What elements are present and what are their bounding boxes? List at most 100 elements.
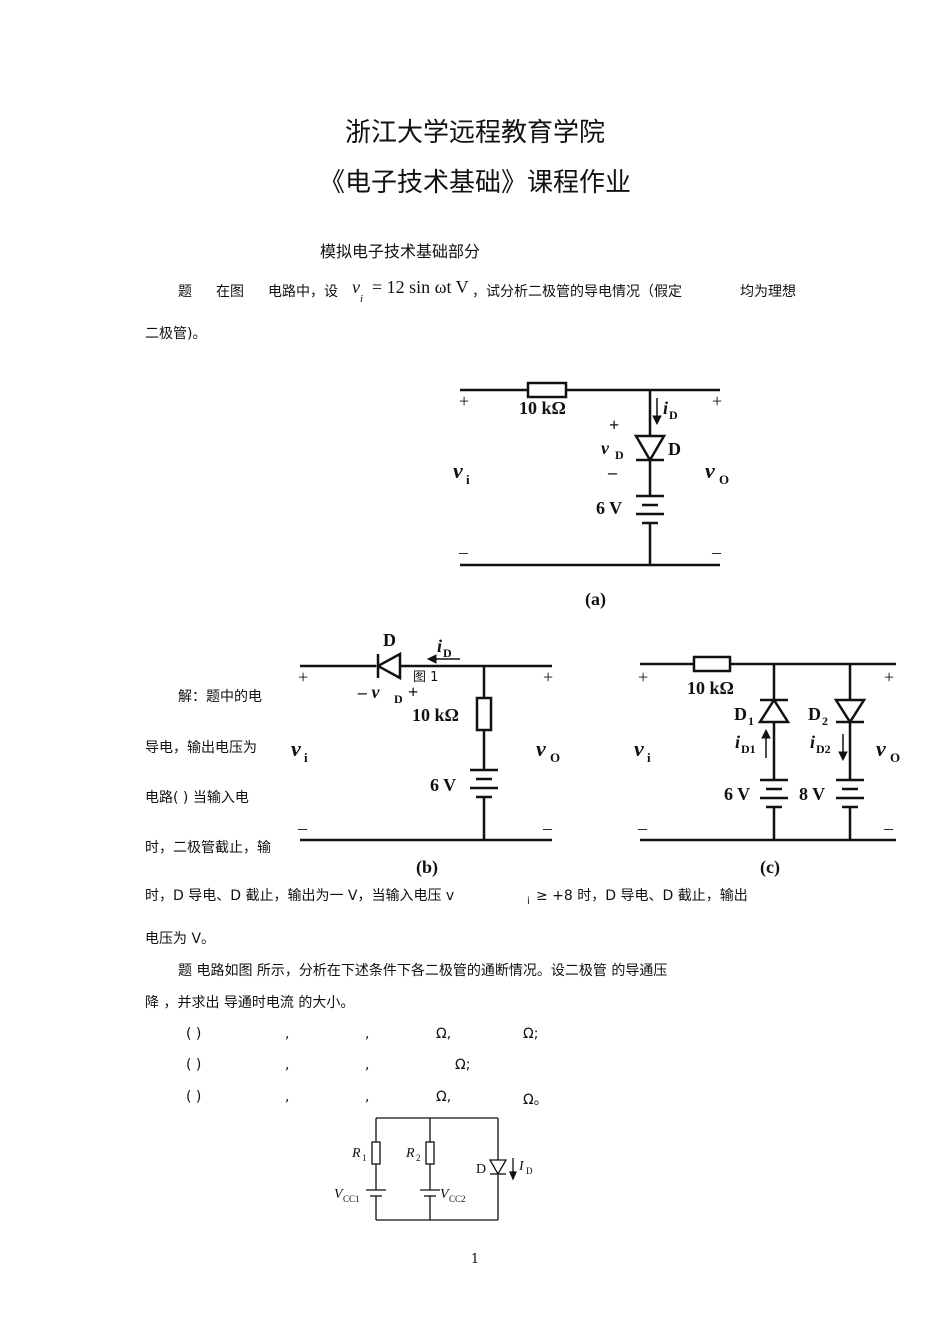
fig-a-plus-left: + <box>459 391 469 411</box>
figure-1-label: 图 1 <box>413 670 438 685</box>
figure-c-circuit <box>640 655 896 842</box>
fig-b-vo-label: v <box>536 736 546 761</box>
fig-a-vd-plus: + <box>609 415 619 435</box>
fig-b-plus-left: + <box>298 667 308 687</box>
q2-case1-sep1: , <box>285 1026 290 1042</box>
q1-text-d: 均为理想 <box>740 284 796 300</box>
fig-c-minus-right: – <box>883 818 894 838</box>
fig-b-current-label: i <box>437 636 442 656</box>
fig-c-vi-sub: i <box>647 750 651 765</box>
figure-b-resistor <box>475 696 493 732</box>
q2-case3-sep2: , <box>365 1089 370 1105</box>
fig2-diode-label: D <box>476 1162 486 1177</box>
fig-a-vd-label: v <box>601 438 610 458</box>
figure-b-circuit <box>300 651 552 842</box>
fig-b-plus-right: + <box>543 667 553 687</box>
answer-line-1: 解：题中的电 <box>178 689 262 705</box>
fig-a-current-sub: D <box>669 408 678 422</box>
q2-case3-label: ( ) <box>186 1089 202 1105</box>
fig-c-vo-sub: O <box>890 750 900 765</box>
fig-c-d2-sub: 2 <box>822 714 828 728</box>
fig-c-resistor-label: 10 kΩ <box>687 678 734 698</box>
answer-line-5b: ≥ +8 时，D 导电、D 截止，输出 <box>536 888 748 904</box>
fig-a-vo-sub: O <box>719 472 729 487</box>
fig-a-vo-label: v <box>705 458 715 483</box>
fig-b-vi-label: v <box>291 736 301 761</box>
q1-text-line2: 二极管)。 <box>145 326 207 342</box>
answer-line-5a: 时，D 导电、D 截止，输出为一 V，当输入电压 v <box>145 888 455 904</box>
page-number: 1 <box>470 1252 480 1267</box>
q2-case3-ohm2: Ω。 <box>523 1092 548 1108</box>
q1-formula-rest: = 12 sin ωt V <box>372 277 469 297</box>
fig-a-vi-label: v <box>453 458 463 483</box>
q2-line-2: 降 ，并求出 导通时电流 的大小。 <box>145 995 355 1011</box>
fig-a-vd-sub: D <box>615 448 624 462</box>
fig-a-current-label: i <box>663 398 668 418</box>
section-heading: 模拟电子技术基础部分 <box>320 242 481 261</box>
fig2-r1-sub: 1 <box>362 1153 367 1163</box>
fig2-r2-label: R <box>405 1146 415 1161</box>
fig-c-vi-label: v <box>634 736 644 761</box>
figure-a-resistor <box>526 381 568 399</box>
q2-case2-sep1: , <box>285 1057 290 1073</box>
figure-2-diode <box>488 1159 508 1176</box>
fig2-vcc2-label: V <box>440 1187 450 1202</box>
fig-b-resistor-label: 10 kΩ <box>412 705 459 725</box>
q2-case2-label: ( ) <box>186 1057 202 1073</box>
q1-text-c: ，试分析二极管的导电情况（假定 <box>472 284 682 300</box>
fig-a-minus-left: – <box>458 542 469 562</box>
q2-case1-sep2: , <box>365 1026 370 1042</box>
document-title: 浙江大学远程教育学院 <box>344 118 605 148</box>
figure-b-diode <box>375 651 402 681</box>
fig-c-id2-label: i <box>810 732 815 752</box>
q2-case2-ohm1: Ω; <box>455 1057 471 1073</box>
figure-2-resistor-2 <box>425 1141 435 1165</box>
figure-2-resistor-1 <box>371 1141 381 1165</box>
fig-a-diode-label: D <box>668 439 681 459</box>
answer-line-4: 时，二极管截止，输 <box>145 840 271 856</box>
figure-a-circuit <box>460 381 720 567</box>
q1-formula-v: v <box>352 277 360 297</box>
fig-b-vo-sub: O <box>550 750 560 765</box>
fig2-vcc1-sub: CC1 <box>343 1194 360 1204</box>
q2-case1-ohm1: Ω, <box>436 1026 452 1042</box>
fig-c-plus-right: + <box>884 667 894 687</box>
fig-a-vi-sub: i <box>466 472 470 487</box>
figure-c-diode-2 <box>833 698 867 725</box>
figure-2-circuit <box>366 1117 517 1221</box>
fig-b-current-sub: D <box>443 646 452 660</box>
fig-b-minus-left: – <box>297 818 308 838</box>
fig-c-id2-sub: D2 <box>816 742 831 756</box>
fig-b-vd-sub: D <box>394 692 403 706</box>
fig-a-minus-right: – <box>711 542 722 562</box>
fig2-vcc1-label: V <box>334 1187 344 1202</box>
q1-label: 题 <box>178 284 192 300</box>
q2-case3-ohm1: Ω, <box>436 1089 452 1105</box>
q2-line-1: 题 电路如图 所示，分析在下述条件下各二极管的通断情况。设二极管 的导通压 <box>178 963 668 979</box>
q1-formula-sub: i <box>360 293 364 305</box>
answer-line-5-sub: i <box>527 896 530 907</box>
figure-a-diode <box>633 434 667 463</box>
fig-c-d2-label: D <box>808 704 821 724</box>
q1-text-a: 在图 <box>216 284 244 300</box>
q1-text-b: 电路中，设 <box>268 284 338 300</box>
fig-c-d1-sub: 1 <box>748 714 754 728</box>
fig-c-battery1-label: 6 V <box>724 784 750 804</box>
fig-b-caption: (b) <box>416 857 438 878</box>
fig2-r2-sub: 2 <box>416 1153 421 1163</box>
fig-c-id1-sub: D1 <box>741 742 756 756</box>
q2-case3-sep1: , <box>285 1089 290 1105</box>
fig-a-caption: (a) <box>585 589 606 610</box>
fig-c-battery2-label: 8 V <box>799 784 825 804</box>
fig-a-battery-label: 6 V <box>596 498 622 518</box>
course-title: 《电子技术基础》课程作业 <box>318 168 631 198</box>
fig-b-vd-label: – v <box>357 682 381 702</box>
fig-b-diode-label: D <box>383 630 396 650</box>
q2-case2-sep2: , <box>365 1057 370 1073</box>
fig2-r1-label: R <box>351 1146 361 1161</box>
fig-b-vi-sub: i <box>304 750 308 765</box>
answer-line-2: 导电，输出电压为 <box>145 740 257 756</box>
fig-b-vd-plus: + <box>408 682 418 702</box>
fig2-vcc2-sub: CC2 <box>449 1194 466 1204</box>
fig-c-id1-label: i <box>735 732 740 752</box>
